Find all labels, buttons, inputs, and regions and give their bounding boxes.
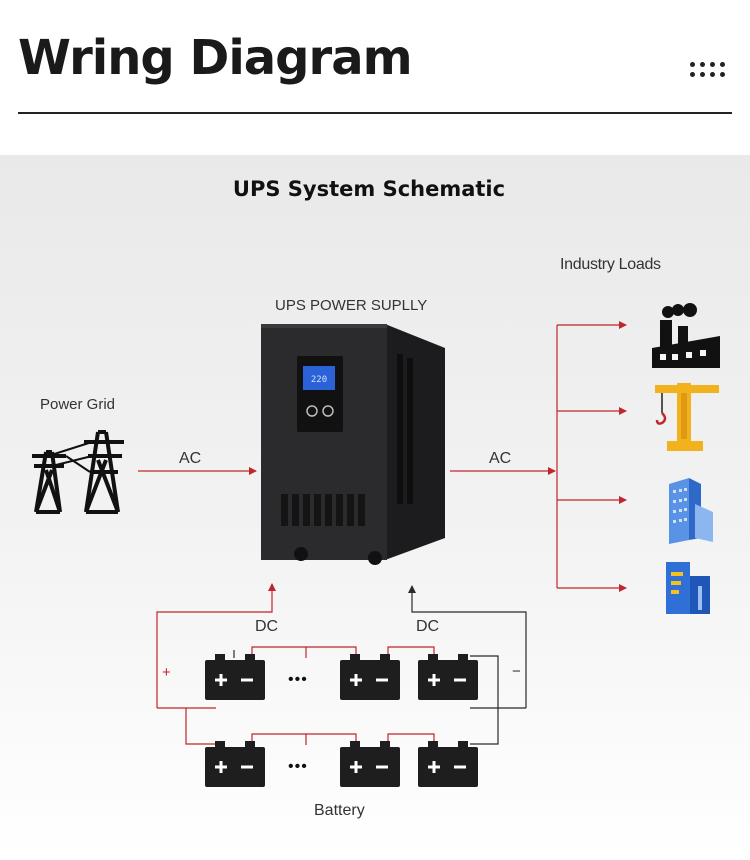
tower-building-icon [666, 562, 710, 614]
dots-grid-icon[interactable] [690, 62, 734, 84]
schematic-title: UPS System Schematic [232, 177, 506, 201]
ac-output-label: AC [489, 450, 512, 467]
battery-icon [205, 741, 265, 787]
battery-icon [340, 741, 400, 787]
title-divider [18, 112, 732, 114]
crane-icon [655, 383, 719, 451]
dc-left-label: DC [255, 618, 279, 635]
battery-label: Battery [314, 802, 365, 819]
ups-cabinet-icon: 220 [261, 324, 445, 565]
factory-icon [652, 303, 720, 368]
power-grid-label: Power Grid [40, 396, 116, 413]
ups-lcd [303, 366, 335, 390]
ups-label: UPS POWER SUPLLY [275, 297, 428, 314]
dc-positive-wire [156, 583, 276, 708]
battery-icon [418, 741, 478, 787]
power-tower-icon [32, 430, 124, 514]
office-building-icon [669, 478, 713, 544]
ac-input-label: AC [179, 450, 202, 467]
battery-icon [340, 654, 400, 700]
minus-terminal-label: − [512, 663, 521, 680]
battery-ellipsis-top: ••• [288, 671, 308, 688]
battery-icon [205, 654, 265, 700]
plus-terminal-label: + [162, 664, 171, 681]
industry-loads-label: Industry Loads [560, 256, 661, 273]
dc-negative-branch [470, 655, 499, 745]
battery-icon [418, 654, 478, 700]
battery-ellipsis-bottom: ••• [288, 758, 308, 775]
ups-lcd-text: 220 [311, 375, 327, 385]
dc-right-label: DC [416, 618, 440, 635]
dc-positive-branch [185, 708, 216, 745]
page-title: Wring Diagram [18, 30, 413, 86]
dc-negative-wire [408, 585, 527, 708]
